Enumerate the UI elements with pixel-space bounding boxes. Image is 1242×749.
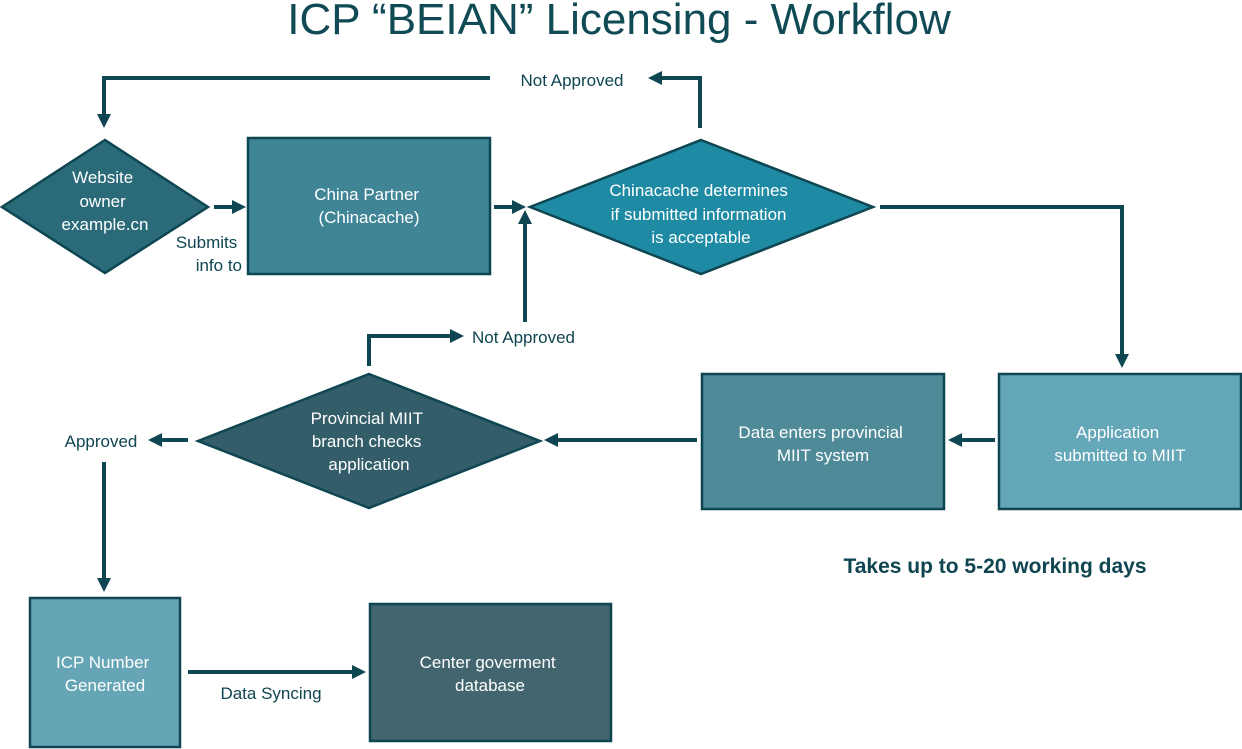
decision-to-application-arrowhead (1115, 354, 1129, 368)
chinacache-decision-shape (526, 138, 877, 276)
china-partner-label: China Partner (Chinacache) (314, 185, 424, 227)
approved-to-icp-arrowhead (97, 578, 111, 592)
data-syncing-label: Data Syncing (220, 684, 321, 703)
not-approved-arrowhead (648, 71, 662, 85)
chinacache-decision-label: Chinacache determines if submitted infor… (609, 181, 792, 247)
website-owner-label: Website owner example.cn (62, 168, 149, 234)
icp-to-db-arrowhead (352, 665, 366, 679)
china-partner-node: China Partner (Chinacache) (246, 136, 492, 276)
china-partner-shape (246, 136, 492, 276)
icp-generated-node: ICP Number Generated (28, 596, 182, 749)
data-enters-node: Data enters provincial MIIT system (700, 372, 946, 511)
check-approved-arrowhead (148, 433, 162, 447)
not-approved-return-line (660, 76, 702, 128)
application-submitted-node: Application submitted to MIIT (997, 372, 1242, 511)
check-not-approved-line (367, 334, 452, 366)
check-not-approved-arrowhead (450, 329, 464, 343)
website-owner-node: Website owner example.cn (0, 138, 211, 275)
central-db-shape (368, 602, 613, 743)
data-enters-label: Data enters provincial MIIT system (738, 423, 907, 465)
application-submitted-label: Application submitted to MIIT (1054, 423, 1185, 465)
not-approved-mid-label: Not Approved (472, 328, 575, 347)
chinacache-decision-node: Chinacache determines if submitted infor… (526, 138, 877, 276)
owner-to-partner-arrowhead (232, 200, 246, 214)
icp-generated-label: ICP Number Generated (56, 653, 154, 695)
resubmit-arrowhead (518, 210, 532, 224)
data-to-check-arrowhead (544, 433, 558, 447)
central-db-label: Center goverment database (420, 653, 561, 695)
application-submitted-shape (997, 372, 1242, 511)
duration-note: Takes up to 5-20 working days (843, 555, 1146, 578)
data-enters-shape (700, 372, 946, 511)
application-to-data-arrowhead (948, 433, 962, 447)
miit-check-shape (194, 372, 544, 510)
submits-info-label: Submits info to (176, 233, 242, 275)
icp-generated-shape (28, 596, 182, 749)
approved-label: Approved (65, 432, 138, 451)
owner-return-line (102, 76, 490, 116)
page-title: ICP “BEIAN” Licensing - Workflow (287, 0, 951, 44)
website-owner-shape (0, 138, 211, 275)
decision-to-application-line (880, 205, 1124, 356)
partner-to-decision-arrowhead (512, 200, 526, 214)
miit-check-node: Provincial MIIT branch checks applicatio… (194, 372, 544, 510)
central-db-node: Center goverment database (368, 602, 613, 743)
connectors (97, 71, 1129, 679)
owner-return-arrowhead (97, 114, 111, 128)
miit-check-label: Provincial MIIT branch checks applicatio… (311, 409, 428, 474)
not-approved-top-label: Not Approved (520, 71, 623, 90)
